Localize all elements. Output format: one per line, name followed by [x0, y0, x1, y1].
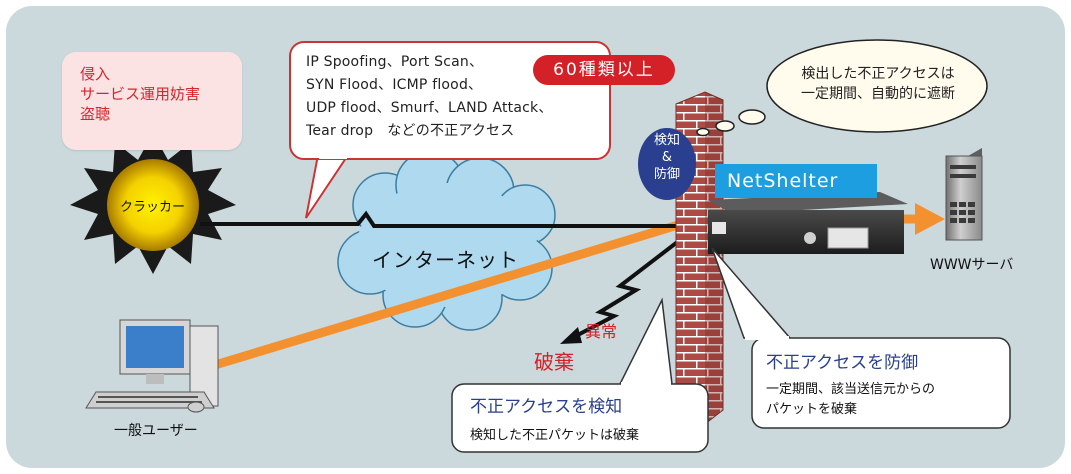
discard-label: 破棄: [534, 350, 574, 374]
attack-line: [200, 210, 692, 228]
cracker-label: クラッカー: [120, 200, 186, 215]
thought-note-line-1: 検出した不正アクセスは: [801, 66, 955, 82]
arrow-head: [915, 203, 945, 235]
thought-note: 検出した不正アクセスは 一定期間、自動的に遮断: [788, 64, 968, 104]
server-keypad-icon: [950, 202, 975, 223]
user-computer-icon: [85, 319, 219, 413]
threat-box: [62, 52, 242, 150]
detect-callout: [451, 297, 709, 453]
netshelter-appliance: [708, 210, 904, 254]
defend-note-body-1: 一定期間、該当送信元からの: [766, 382, 936, 397]
cracker-sun: [107, 159, 199, 251]
anomaly-label: 異常: [585, 322, 618, 341]
internet-label: インターネット: [372, 248, 519, 272]
detect-note-title: 不正アクセスを検知: [470, 397, 623, 417]
attack-bubble: [289, 41, 611, 219]
threat-intrusion: 侵入: [80, 65, 111, 83]
defend-note-body-2: パケットを破棄: [766, 402, 858, 417]
threat-eavesdrop: 盗聴: [80, 105, 111, 123]
defend-note-title: 不正アクセスを防御: [766, 353, 919, 373]
anomaly-arrow: [571, 238, 682, 340]
thought-bubble: [696, 39, 988, 137]
attack-count-badge: 60種類以上: [533, 55, 675, 85]
user-label: 一般ユーザー: [114, 423, 198, 439]
defense-word-defend: 防御: [653, 167, 680, 182]
defense-word-and: &: [661, 150, 673, 165]
detect-defend-badge: 検知 & 防御: [638, 128, 696, 200]
anomaly-arrow-head: [560, 327, 582, 344]
attack-line-4: Tear drop などの不正アクセス: [306, 123, 515, 139]
detect-note-body: 検知した不正パケットは破棄: [470, 428, 640, 443]
legitimate-traffic-arrow: [213, 220, 680, 370]
server-label: WWWサーバ: [930, 257, 1014, 273]
attack-line-3: UDP flood、Smurf、LAND Attack、: [306, 100, 553, 116]
thought-note-line-2: 一定期間、自動的に遮断: [801, 86, 955, 102]
attack-line-1: IP Spoofing、Port Scan、: [306, 54, 484, 70]
netshelter-label: NetShelter: [715, 164, 877, 198]
threat-dos: サービス運用妨害: [80, 85, 201, 103]
server-icon: [945, 155, 983, 241]
defend-callout: [711, 247, 1011, 429]
attack-line-2: SYN Flood、ICMP flood、: [306, 77, 483, 93]
defense-word-detect: 検知: [653, 133, 680, 148]
